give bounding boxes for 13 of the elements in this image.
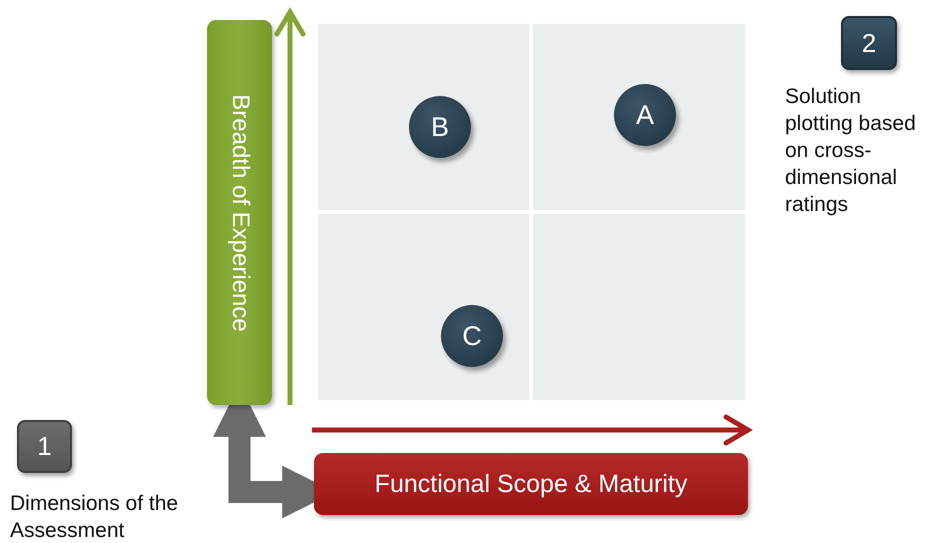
quadrant-cell [318, 214, 529, 400]
step-description: Dimensions of the Assessment [10, 491, 180, 543]
axis-label-bar: Functional Scope & Maturity [314, 453, 748, 515]
step-badge: 1 [17, 420, 72, 473]
step-badge: 2 [841, 16, 897, 70]
solution-marker: C [441, 305, 503, 367]
step-description: Solution plotting based on cross-dimensional ratings [785, 84, 917, 218]
quadrant-cell [318, 24, 529, 210]
solution-marker: A [614, 84, 676, 146]
axis-label: Breadth of Experience [226, 94, 254, 332]
quadrant-cell [533, 24, 745, 210]
axis-label-bar [207, 20, 272, 405]
solution-marker: B [409, 96, 471, 158]
